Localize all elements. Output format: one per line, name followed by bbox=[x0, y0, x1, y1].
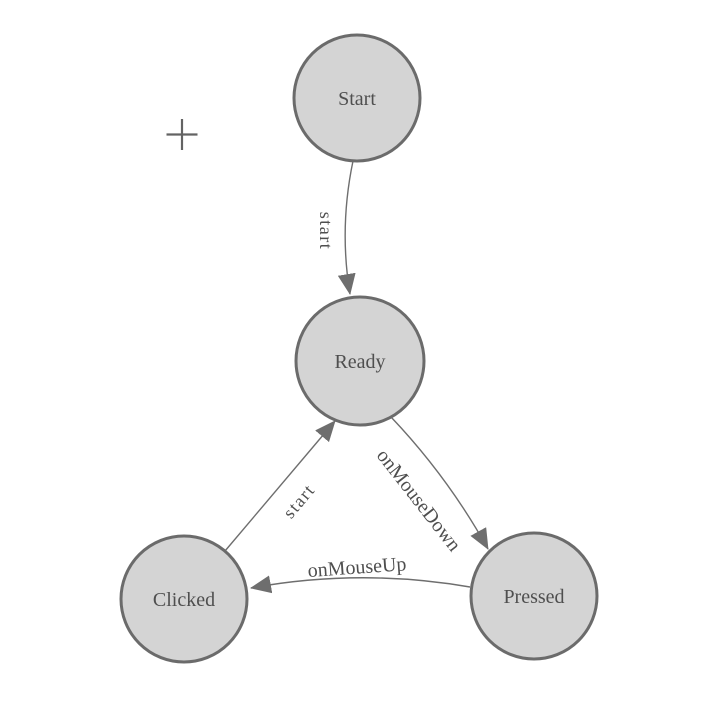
state-label: Ready bbox=[334, 351, 385, 373]
transition-pressed-to-clicked[interactable]: onMouseUp bbox=[250, 553, 471, 594]
transition-clicked-to-ready[interactable]: start bbox=[224, 420, 336, 552]
state-label: Pressed bbox=[503, 586, 564, 608]
edge-line[interactable] bbox=[224, 420, 336, 552]
transition-label: start bbox=[279, 480, 319, 522]
transition-label: start bbox=[316, 212, 336, 251]
state-node-clicked[interactable]: Clicked bbox=[119, 534, 249, 664]
state-circle[interactable] bbox=[119, 534, 249, 664]
state-label: Start bbox=[338, 88, 376, 110]
state-node-start[interactable]: Start bbox=[292, 33, 422, 163]
state-circle[interactable] bbox=[292, 33, 422, 163]
transition-label: onMouseUp bbox=[307, 553, 407, 582]
state-node-ready[interactable]: Ready bbox=[294, 295, 426, 427]
edge-line[interactable] bbox=[250, 575, 471, 594]
transition-start-to-ready[interactable]: start bbox=[316, 160, 356, 295]
plus-icon[interactable] bbox=[166, 119, 198, 150]
state-circle[interactable] bbox=[469, 531, 599, 661]
transition-ready-to-pressed[interactable]: onMouseDown bbox=[372, 416, 489, 556]
state-circle[interactable] bbox=[294, 295, 426, 427]
edge-line[interactable] bbox=[390, 416, 489, 550]
transition-label: onMouseDown bbox=[372, 445, 465, 556]
state-label: Clicked bbox=[153, 589, 215, 611]
edge-line[interactable] bbox=[337, 160, 356, 295]
state-node-pressed[interactable]: Pressed bbox=[469, 531, 599, 661]
